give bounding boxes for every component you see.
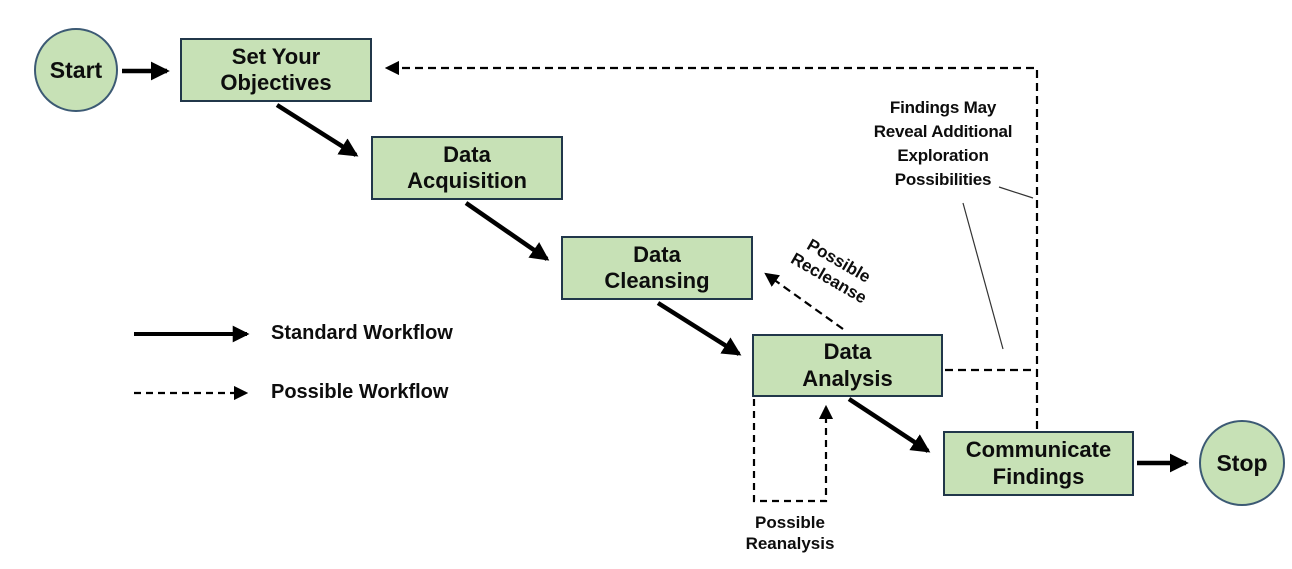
arrow-cleansing-to-analysis <box>656 301 742 356</box>
node-stop-label: Stop <box>1216 449 1268 476</box>
legend-standard-workflow-label: Standard Workflow <box>271 322 453 344</box>
arrow-findings-feedback-dashed <box>384 60 1039 429</box>
leader-line-to-vertical-dash <box>998 186 1034 199</box>
node-data-analysis-label: Data Analysis <box>802 339 893 391</box>
node-start-label: Start <box>49 56 103 83</box>
node-data-acquisition: Data Acquisition <box>371 136 563 200</box>
node-start: Start <box>34 28 118 112</box>
node-data-cleansing-label: Data Cleansing <box>604 241 710 293</box>
node-data-cleansing: Data Cleansing <box>561 236 753 300</box>
node-set-your-objectives-label: Set Your Objectives <box>220 43 332 95</box>
node-data-analysis: Data Analysis <box>752 334 943 397</box>
annotation-findings-note: Findings May Reveal Additional Explorati… <box>873 98 1013 189</box>
arrow-analysis-to-communicate <box>847 397 931 453</box>
legend-possible-workflow-label: Possible Workflow <box>271 381 449 403</box>
arrow-recleanse-dashed <box>764 272 844 330</box>
annotation-possible-reanalysis: Possible Reanalysis <box>745 513 835 553</box>
arrow-objectives-to-acquisition <box>275 103 359 157</box>
node-stop: Stop <box>1199 420 1285 506</box>
leader-line-to-branch-dash <box>962 202 1004 350</box>
node-set-your-objectives: Set Your Objectives <box>180 38 372 102</box>
node-data-acquisition-label: Data Acquisition <box>407 141 527 193</box>
arrow-acquisition-to-cleansing <box>464 201 550 261</box>
arrow-reanalysis-loop-dashed <box>752 399 834 503</box>
node-communicate-findings-label: Communicate Findings <box>965 437 1112 489</box>
node-communicate-findings: Communicate Findings <box>943 431 1134 496</box>
